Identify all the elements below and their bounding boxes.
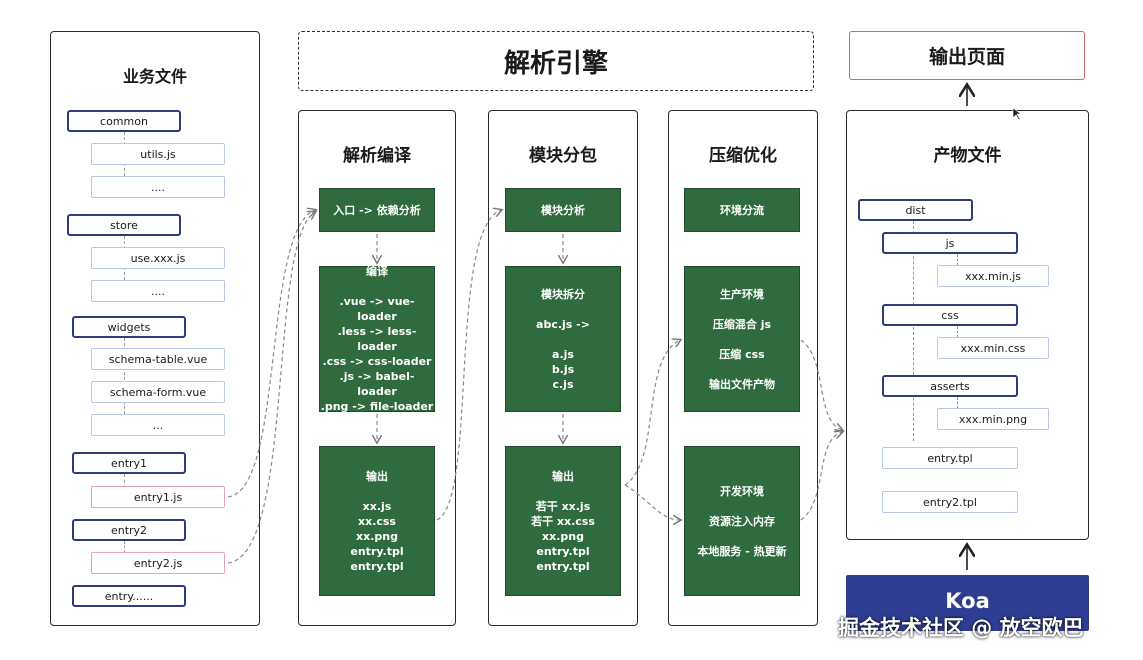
file-use-xxx-js: use.xxx.js	[91, 247, 225, 269]
production-env-box: 生产环境 压缩混合 js 压缩 css 输出文件产物	[684, 266, 800, 412]
folder-store: store	[67, 214, 181, 236]
file-placeholder-3: ...	[91, 414, 225, 436]
artifacts-title: 产物文件	[933, 146, 1002, 166]
compile-loader-box: 编译 .vue -> vue-loader.less -> less-loade…	[319, 265, 435, 413]
folder-entry2: entry2	[72, 519, 186, 541]
engine-title-box: 解析引擎	[298, 31, 814, 91]
optimize-title: 压缩优化	[709, 146, 777, 166]
folder-common: common	[67, 110, 181, 132]
file-utils-js: utils.js	[91, 143, 225, 165]
tree-line	[957, 326, 958, 338]
koa-box: Koa	[846, 575, 1089, 631]
folder-dist: dist	[858, 199, 973, 221]
compile-entry-box: 入口 -> 依赖分析	[319, 188, 435, 232]
file-placeholder-2: ....	[91, 280, 225, 302]
folder-entry1: entry1	[72, 452, 186, 474]
folder-js: js	[882, 232, 1018, 254]
file-entry1-js: entry1.js	[91, 486, 225, 508]
file-schema-table-vue: schema-table.vue	[91, 348, 225, 370]
tree-line	[913, 221, 914, 441]
file-xxx-min-js: xxx.min.js	[937, 265, 1049, 287]
output-page-title: 输出页面	[928, 46, 1005, 68]
koa-label: Koa	[945, 589, 990, 613]
file-entry2-js: entry2.js	[91, 552, 225, 574]
folder-entry-more: entry......	[72, 585, 186, 607]
folder-widgets: widgets	[72, 316, 186, 338]
output-page-box: 输出页面	[849, 31, 1085, 80]
tree-line	[124, 474, 125, 488]
development-env-box: 开发环境 资源注入内存 本地服务 - 热更新	[684, 446, 800, 596]
folder-css: css	[882, 304, 1018, 326]
file-placeholder-1: ....	[91, 176, 225, 198]
business-files-title: 业务文件	[122, 67, 187, 86]
tree-line	[957, 254, 958, 266]
folder-asserts: asserts	[882, 375, 1018, 397]
tree-line	[124, 338, 125, 414]
env-split-box: 环境分流	[684, 188, 800, 232]
file-xxx-min-png: xxx.min.png	[937, 408, 1049, 430]
compile-title: 解析编译	[343, 146, 411, 166]
tree-line	[124, 541, 125, 553]
tree-line	[957, 397, 958, 409]
module-title: 模块分包	[529, 146, 597, 166]
module-analysis-box: 模块分析	[505, 188, 621, 232]
watermark: 掘金技术社区 @ 放空欧巴	[838, 616, 1084, 640]
engine-title: 解析引擎	[503, 48, 608, 79]
file-xxx-min-css: xxx.min.css	[937, 337, 1049, 359]
file-entry-tpl: entry.tpl	[882, 447, 1018, 469]
file-entry2-tpl: entry2.tpl	[882, 491, 1018, 513]
file-schema-form-vue: schema-form.vue	[91, 381, 225, 403]
